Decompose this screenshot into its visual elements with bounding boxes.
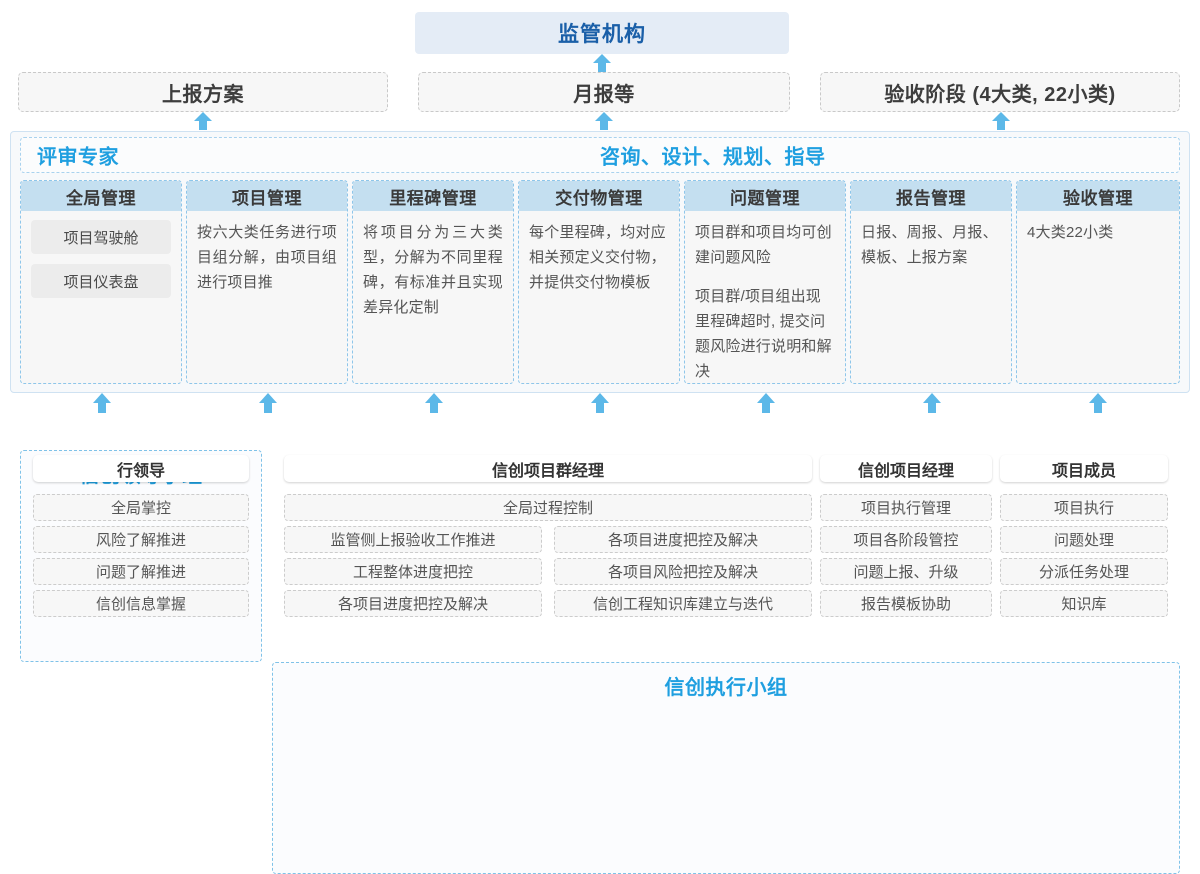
platform-band-header: 评审专家 咨询、设计、规划、指导 xyxy=(20,137,1180,173)
capability-column-deliverable[interactable]: 交付物管理 每个里程碑，均对应相关预定义交付物，并提供交付物模板 xyxy=(518,180,680,384)
task-item[interactable]: 分派任务处理 xyxy=(1000,558,1168,585)
task-item[interactable]: 各项目进度把控及解决 xyxy=(554,526,812,553)
consulting-label: 咨询、设计、规划、指导 xyxy=(600,146,826,169)
column-title: 报告管理 xyxy=(851,181,1011,211)
task-item[interactable]: 风险了解推进 xyxy=(33,526,249,553)
arrow-up-icon-to-column-4 xyxy=(591,393,609,415)
task-item[interactable]: 各项目进度把控及解决 xyxy=(284,590,542,617)
capability-column-milestone[interactable]: 里程碑管理 将项目分为三大类型，分解为不同里程碑，有标准并且实现差异化定制 xyxy=(352,180,514,384)
role-bank-leader[interactable]: 行领导 xyxy=(33,455,249,482)
capability-pill[interactable]: 项目仪表盘 xyxy=(31,264,171,298)
arrow-up-icon-to-acceptance-stage xyxy=(992,112,1010,134)
task-item[interactable]: 监管侧上报验收工作推进 xyxy=(284,526,542,553)
review-expert-label: 评审专家 xyxy=(37,146,119,169)
capability-column-global[interactable]: 全局管理 项目驾驶舱 项目仪表盘 xyxy=(20,180,182,384)
task-item[interactable]: 问题了解推进 xyxy=(33,558,249,585)
column-description: 日报、周报、月报、模板、上报方案 xyxy=(861,224,998,266)
column-title: 交付物管理 xyxy=(519,181,679,211)
arrow-up-icon-to-column-6 xyxy=(923,393,941,415)
capability-column-issue[interactable]: 问题管理 项目群和项目均可创建问题风险 项目群/项目组出现里程碑超时, 提交问题… xyxy=(684,180,846,384)
arrow-up-icon-to-report-plan xyxy=(194,112,212,134)
arrow-up-icon-to-monthly-report xyxy=(595,112,613,134)
capability-pill[interactable]: 项目驾驶舱 xyxy=(31,220,171,254)
deliverable-box-report-plan: 上报方案 xyxy=(18,72,388,112)
exec-group-box: 信创执行小组 xyxy=(272,662,1180,874)
task-item[interactable]: 报告模板协助 xyxy=(820,590,992,617)
arrow-up-icon-to-authority xyxy=(593,54,611,76)
diagram-canvas: 监管机构 上报方案 月报等 验收阶段 (4大类, 22小类) 评审专家 咨询、设… xyxy=(10,12,1190,874)
task-item[interactable]: 全局掌控 xyxy=(33,494,249,521)
column-description: 将项目分为三大类型，分解为不同里程碑，有标准并且实现差异化定制 xyxy=(363,224,503,316)
task-item[interactable]: 问题处理 xyxy=(1000,526,1168,553)
role-project-member[interactable]: 项目成员 xyxy=(1000,455,1168,482)
task-item[interactable]: 项目各阶段管控 xyxy=(820,526,992,553)
task-item[interactable]: 项目执行 xyxy=(1000,494,1168,521)
role-program-manager[interactable]: 信创项目群经理 xyxy=(284,455,812,482)
column-title: 全局管理 xyxy=(21,181,181,211)
arrow-up-icon-to-column-2 xyxy=(259,393,277,415)
arrow-up-icon-to-column-7 xyxy=(1089,393,1107,415)
arrow-up-icon-to-column-5 xyxy=(757,393,775,415)
arrow-up-icon-to-column-3 xyxy=(425,393,443,415)
task-item[interactable]: 信创信息掌握 xyxy=(33,590,249,617)
exec-group-title: 信创执行小组 xyxy=(664,677,788,699)
role-project-manager[interactable]: 信创项目经理 xyxy=(820,455,992,482)
arrow-up-icon-to-column-1 xyxy=(93,393,111,415)
capability-column-acceptance[interactable]: 验收管理 4大类22小类 xyxy=(1016,180,1180,384)
regulatory-authority-box: 监管机构 xyxy=(415,12,789,54)
deliverable-box-acceptance-stage: 验收阶段 (4大类, 22小类) xyxy=(820,72,1180,112)
column-description: 4大类22小类 xyxy=(1027,224,1114,241)
task-item[interactable]: 各项目风险把控及解决 xyxy=(554,558,812,585)
column-title: 问题管理 xyxy=(685,181,845,211)
task-item-wide[interactable]: 全局过程控制 xyxy=(284,494,812,521)
column-description: 项目群和项目均可创建问题风险 xyxy=(695,224,832,266)
column-title: 项目管理 xyxy=(187,181,347,211)
task-item[interactable]: 问题上报、升级 xyxy=(820,558,992,585)
capability-column-project[interactable]: 项目管理 按六大类任务进行项目组分解，由项目组进行项目推 xyxy=(186,180,348,384)
column-description: 项目群/项目组出现里程碑超时, 提交问题风险进行说明和解决 xyxy=(695,288,832,380)
column-title: 里程碑管理 xyxy=(353,181,513,211)
column-title: 验收管理 xyxy=(1017,181,1179,211)
column-description: 按六大类任务进行项目组分解，由项目组进行项目推 xyxy=(197,224,337,291)
capability-column-report[interactable]: 报告管理 日报、周报、月报、模板、上报方案 xyxy=(850,180,1012,384)
column-description: 每个里程碑，均对应相关预定义交付物，并提供交付物模板 xyxy=(529,224,666,291)
task-item[interactable]: 项目执行管理 xyxy=(820,494,992,521)
task-item[interactable]: 信创工程知识库建立与迭代 xyxy=(554,590,812,617)
task-item[interactable]: 工程整体进度把控 xyxy=(284,558,542,585)
deliverable-box-monthly-report: 月报等 xyxy=(418,72,790,112)
task-item[interactable]: 知识库 xyxy=(1000,590,1168,617)
